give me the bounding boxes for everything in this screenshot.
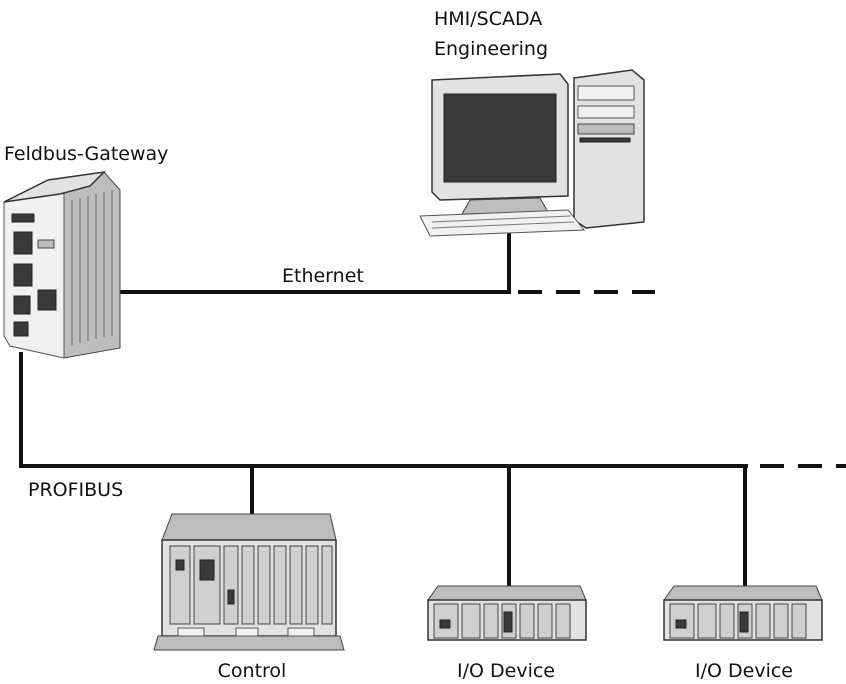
profibus-label: PROFIBUS	[28, 479, 123, 501]
hmi-label-line2: Engineering	[434, 38, 548, 60]
gateway-label: Feldbus-Gateway	[4, 143, 168, 165]
hmi-label-line1: HMI/SCADA	[434, 8, 542, 30]
control-label: Control	[218, 660, 287, 682]
ethernet-label: Ethernet	[282, 265, 364, 287]
io-device-2	[663, 585, 823, 641]
gateway-device	[3, 170, 121, 359]
io-device-1	[427, 585, 587, 641]
ethernet-line	[120, 228, 511, 294]
hmi-workstation	[419, 69, 645, 237]
io-device-1-label: I/O Device	[457, 660, 555, 682]
control-device	[153, 513, 345, 651]
io-device-2-label: I/O Device	[695, 660, 793, 682]
